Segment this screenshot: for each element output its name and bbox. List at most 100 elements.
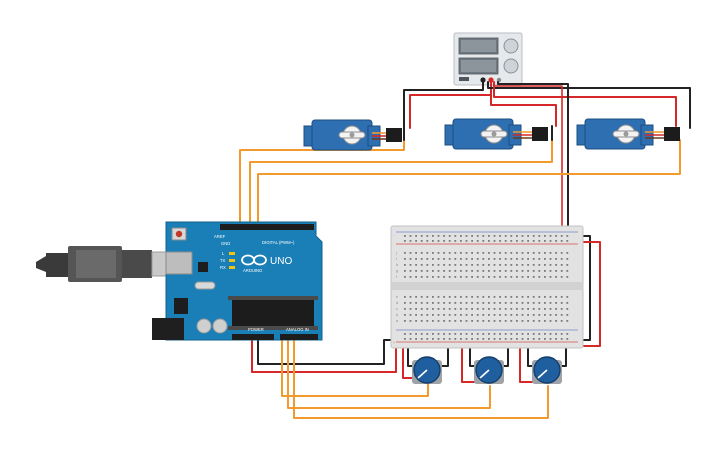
breadboard-hole[interactable] [460,320,462,322]
breadboard-hole[interactable] [476,264,479,266]
breadboard-hole[interactable] [560,258,563,260]
breadboard-hole[interactable] [493,240,496,242]
breadboard-hole[interactable] [521,314,524,316]
breadboard-hole[interactable] [555,240,557,242]
breadboard-hole[interactable] [448,338,451,340]
breadboard-hole[interactable] [544,240,546,242]
breadboard-hole[interactable] [566,258,569,260]
breadboard-hole[interactable] [555,276,557,278]
breadboard-hole[interactable] [488,302,490,304]
breadboard-hole[interactable] [560,270,563,272]
breadboard-hole[interactable] [510,308,513,310]
breadboard-hole[interactable] [420,258,423,260]
breadboard-hole[interactable] [499,302,501,304]
breadboard-hole[interactable] [527,338,529,340]
breadboard-hole[interactable] [432,252,434,254]
breadboard-hole[interactable] [504,264,507,266]
breadboard-hole[interactable] [493,235,496,237]
breadboard-hole[interactable] [560,320,563,322]
breadboard-hole[interactable] [426,308,429,310]
breadboard-hole[interactable] [443,276,445,278]
breadboard-hole[interactable] [532,333,535,335]
breadboard-hole[interactable] [488,296,490,298]
breadboard-hole[interactable] [420,320,423,322]
breadboard-hole[interactable] [488,235,490,237]
breadboard-hole[interactable] [493,264,496,266]
breadboard-hole[interactable] [426,338,429,340]
breadboard-hole[interactable] [471,314,473,316]
breadboard-hole[interactable] [426,320,429,322]
breadboard-hole[interactable] [471,338,473,340]
breadboard-hole[interactable] [549,333,552,335]
breadboard-hole[interactable] [437,338,440,340]
breadboard-hole[interactable] [460,264,462,266]
breadboard-hole[interactable] [555,270,557,272]
breadboard-hole[interactable] [426,276,429,278]
breadboard-hole[interactable] [544,276,546,278]
breadboard-hole[interactable] [465,270,468,272]
breadboard-hole[interactable] [510,338,513,340]
breadboard-hole[interactable] [504,320,507,322]
breadboard-hole[interactable] [437,314,440,316]
breadboard-hole[interactable] [544,314,546,316]
breadboard-hole[interactable] [538,264,541,266]
breadboard-hole[interactable] [516,302,518,304]
breadboard-hole[interactable] [404,302,406,304]
breadboard-hole[interactable] [488,333,490,335]
breadboard-hole[interactable] [460,333,462,335]
breadboard-hole[interactable] [566,333,569,335]
breadboard-hole[interactable] [476,240,479,242]
breadboard-hole[interactable] [465,308,468,310]
breadboard-hole[interactable] [527,240,529,242]
breadboard-hole[interactable] [538,235,541,237]
breadboard-hole[interactable] [476,320,479,322]
potentiometer-2[interactable] [474,356,504,384]
breadboard-hole[interactable] [415,320,417,322]
breadboard-hole[interactable] [471,270,473,272]
breadboard-hole[interactable] [538,320,541,322]
breadboard-hole[interactable] [460,258,462,260]
breadboard-hole[interactable] [432,235,434,237]
breadboard-hole[interactable] [538,308,541,310]
breadboard-hole[interactable] [504,276,507,278]
breadboard-hole[interactable] [566,308,569,310]
breadboard-hole[interactable] [560,333,563,335]
breadboard-hole[interactable] [560,240,563,242]
breadboard-hole[interactable] [482,270,485,272]
breadboard-hole[interactable] [465,235,468,237]
breadboard-hole[interactable] [437,264,440,266]
breadboard-hole[interactable] [493,320,496,322]
breadboard-hole[interactable] [532,240,535,242]
breadboard-hole[interactable] [465,320,468,322]
breadboard-hole[interactable] [476,252,479,254]
breadboard-hole[interactable] [510,235,513,237]
breadboard-hole[interactable] [454,276,457,278]
breadboard-hole[interactable] [437,276,440,278]
power-supply[interactable] [453,32,523,86]
breadboard-hole[interactable] [510,240,513,242]
breadboard-hole[interactable] [488,264,490,266]
breadboard-hole[interactable] [549,308,552,310]
breadboard-hole[interactable] [409,314,412,316]
breadboard-hole[interactable] [521,252,524,254]
breadboard-hole[interactable] [488,276,490,278]
digital-header[interactable] [220,224,314,230]
breadboard-hole[interactable] [432,276,434,278]
breadboard-hole[interactable] [493,296,496,298]
breadboard-hole[interactable] [488,320,490,322]
breadboard-hole[interactable] [415,240,417,242]
breadboard-hole[interactable] [454,314,457,316]
breadboard-hole[interactable] [404,258,406,260]
breadboard-hole[interactable] [404,270,406,272]
breadboard-hole[interactable] [443,252,445,254]
breadboard-hole[interactable] [504,258,507,260]
breadboard-hole[interactable] [527,270,529,272]
breadboard-hole[interactable] [432,308,434,310]
breadboard-hole[interactable] [527,302,529,304]
breadboard-hole[interactable] [476,296,479,298]
breadboard-hole[interactable] [521,333,524,335]
breadboard-hole[interactable] [471,308,473,310]
breadboard-hole[interactable] [510,320,513,322]
breadboard-hole[interactable] [555,252,557,254]
